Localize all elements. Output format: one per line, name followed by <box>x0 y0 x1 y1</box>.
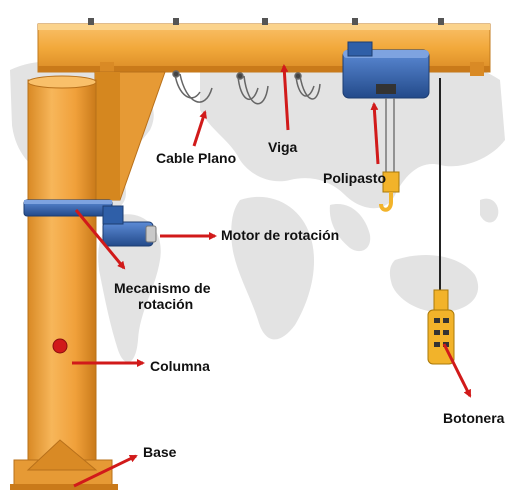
label-mecanismo-line1: Mecanismo de <box>114 280 211 296</box>
jib-bracket <box>94 71 166 201</box>
callout-arrows <box>72 64 472 488</box>
base <box>10 439 118 490</box>
arrow-base <box>73 454 138 488</box>
column <box>27 75 97 471</box>
label-polipasto: Polipasto <box>323 170 386 186</box>
arrow-mecanismo <box>74 209 126 270</box>
flat-cable <box>172 70 321 105</box>
rotation-motor <box>102 205 157 247</box>
hoist <box>342 41 430 212</box>
label-motor-rotacion: Motor de rotación <box>221 227 339 243</box>
arrow-viga <box>280 64 290 131</box>
label-cable-plano: Cable Plano <box>156 150 236 166</box>
arrow-botonera <box>442 343 472 398</box>
label-botonera: Botonera <box>443 410 505 426</box>
arrow-cable-plano <box>192 110 207 147</box>
label-base: Base <box>143 444 177 460</box>
arrow-polipasto <box>370 102 380 165</box>
label-viga: Viga <box>268 139 298 155</box>
label-mecanismo-line2: rotación <box>138 296 193 312</box>
label-columna: Columna <box>150 358 210 374</box>
rotation-mechanism <box>23 199 113 217</box>
